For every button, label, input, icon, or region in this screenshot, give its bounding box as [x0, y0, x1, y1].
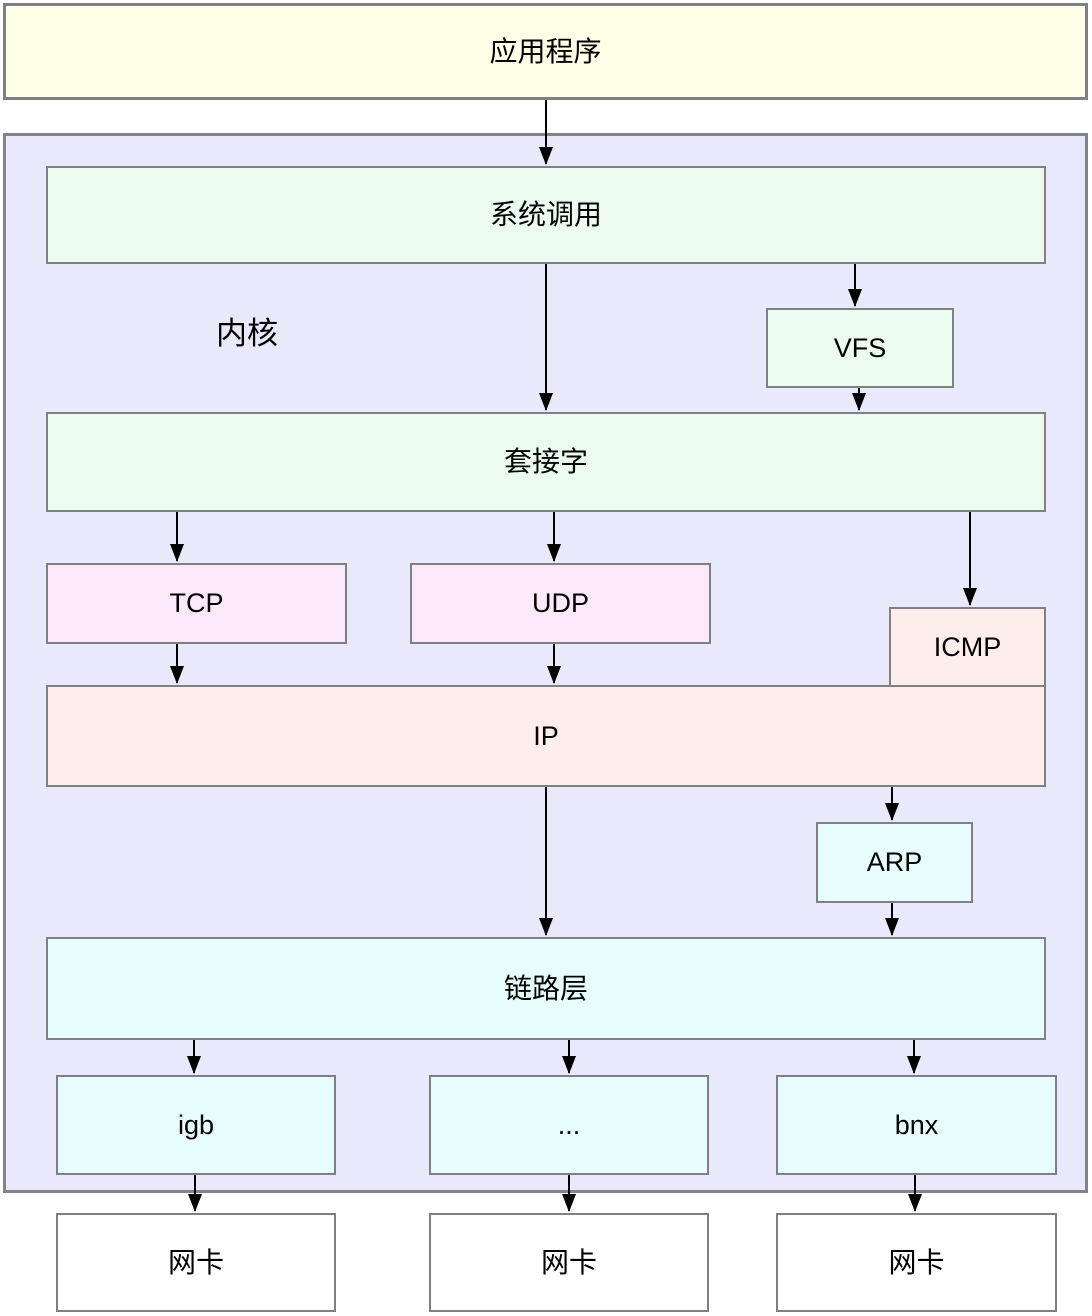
node-nic-1: 网卡 — [56, 1213, 336, 1312]
node-socket-label: 套接字 — [503, 446, 588, 477]
node-igb-label: igb — [177, 1109, 215, 1140]
node-syscall: 系统调用 — [46, 166, 1046, 264]
node-vfs-label: VFS — [833, 332, 887, 363]
node-bnx: bnx — [776, 1075, 1057, 1175]
node-tcp-label: TCP — [169, 588, 224, 618]
node-nic-2: 网卡 — [429, 1213, 709, 1312]
node-ip: IP — [46, 685, 1046, 787]
node-application: 应用程序 — [3, 3, 1088, 100]
node-syscall-label: 系统调用 — [489, 199, 602, 230]
node-application-label: 应用程序 — [489, 35, 602, 67]
node-nic-3-label: 网卡 — [888, 1246, 945, 1278]
node-nic-1-label: 网卡 — [167, 1246, 224, 1278]
node-icmp: ICMP — [889, 607, 1046, 687]
node-arp: ARP — [816, 822, 973, 903]
node-igb: igb — [56, 1075, 336, 1175]
node-tcp: TCP — [46, 563, 347, 644]
node-linklayer: 链路层 — [46, 937, 1046, 1040]
node-bnx-label: bnx — [894, 1109, 939, 1140]
node-socket: 套接字 — [46, 412, 1046, 512]
node-vfs: VFS — [766, 308, 954, 388]
node-udp-label: UDP — [531, 588, 589, 618]
kernel-label: 内核 — [216, 316, 278, 351]
node-nic-3: 网卡 — [776, 1213, 1057, 1312]
node-ellipsis: ... — [429, 1075, 709, 1175]
node-ellipsis-label: ... — [557, 1109, 581, 1140]
node-nic-2-label: 网卡 — [540, 1246, 597, 1278]
node-arp-label: ARP — [866, 847, 923, 877]
node-ip-label: IP — [533, 720, 559, 751]
node-udp: UDP — [410, 563, 711, 644]
node-icmp-label: ICMP — [933, 631, 1002, 662]
node-linklayer-label: 链路层 — [503, 972, 588, 1004]
